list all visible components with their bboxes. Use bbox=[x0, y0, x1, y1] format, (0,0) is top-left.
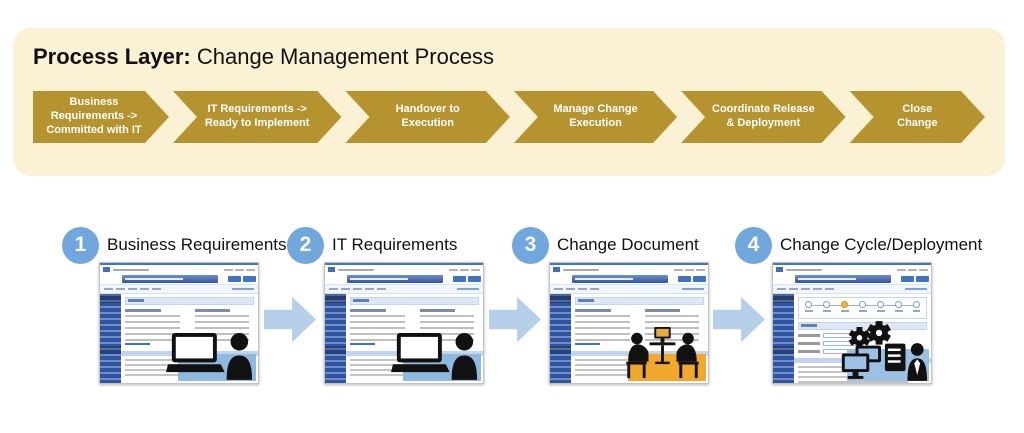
step-number-badge: 4 bbox=[735, 226, 772, 264]
step-title: Change Cycle/Deployment bbox=[780, 235, 983, 254]
skeleton-line bbox=[338, 268, 374, 271]
mini-title-band bbox=[122, 275, 218, 283]
process-stage-close-change: Close Change bbox=[850, 91, 985, 143]
step-header: 2 IT Requirements bbox=[287, 226, 484, 264]
mini-title-buttons bbox=[228, 276, 256, 282]
mini-header-links bbox=[224, 268, 255, 271]
mini-form-columns bbox=[575, 308, 704, 347]
app-logo-icon bbox=[103, 267, 110, 272]
app-logo-icon bbox=[328, 267, 335, 272]
step-number-badge: 1 bbox=[62, 226, 99, 264]
mini-titlebar bbox=[550, 274, 708, 284]
step-header: 3 Change Document bbox=[512, 226, 709, 264]
mini-toolbar bbox=[100, 284, 258, 294]
banner-title: Process Layer: Change Management Process bbox=[33, 43, 985, 70]
mini-top-stripe bbox=[550, 263, 708, 265]
mini-toolbar bbox=[773, 284, 931, 294]
step-2-it-requirements: 2 IT Requirements bbox=[287, 226, 484, 384]
mini-form bbox=[798, 333, 927, 354]
process-layer-banner: Process Layer: Change Management Process… bbox=[13, 28, 1005, 176]
mini-sidebar bbox=[325, 294, 346, 383]
screenshot-thumbnail bbox=[772, 262, 932, 384]
mini-header-links bbox=[897, 268, 928, 271]
screenshot-thumbnail bbox=[549, 262, 709, 384]
skeleton-line bbox=[786, 268, 822, 271]
step-title: Change Document bbox=[557, 235, 699, 254]
mini-phase-timeline bbox=[798, 297, 927, 319]
step-title: Business Requirements bbox=[107, 235, 287, 254]
mini-section-header bbox=[798, 322, 927, 330]
mini-header bbox=[325, 265, 483, 274]
mini-toolbar bbox=[325, 284, 483, 294]
app-logo-icon bbox=[776, 267, 783, 272]
process-stages: Business Requirements -> Committed with … bbox=[33, 91, 985, 143]
screenshot-thumbnail bbox=[99, 262, 259, 384]
process-stage-it-requirements: IT Requirements -> Ready to Implement bbox=[173, 91, 341, 143]
mini-section-header bbox=[125, 297, 254, 305]
mini-title-buttons bbox=[678, 276, 706, 282]
mini-title-band bbox=[795, 275, 891, 283]
mini-title-band bbox=[572, 275, 668, 283]
mini-sidebar bbox=[550, 294, 571, 383]
mini-header-links bbox=[449, 268, 480, 271]
mini-header-links bbox=[674, 268, 705, 271]
step-3-change-document: 3 Change Document bbox=[512, 226, 709, 384]
mini-titlebar bbox=[100, 274, 258, 284]
mini-top-stripe bbox=[325, 263, 483, 265]
banner-title-rest: Change Management Process bbox=[190, 44, 495, 69]
mini-title-buttons bbox=[901, 276, 929, 282]
mini-top-stripe bbox=[773, 263, 931, 265]
skeleton-line bbox=[563, 268, 599, 271]
mini-body bbox=[550, 294, 708, 383]
step-number-badge: 3 bbox=[512, 226, 549, 264]
step-number-badge: 2 bbox=[287, 226, 324, 264]
mini-toolbar bbox=[550, 284, 708, 294]
laptop-user-icon bbox=[391, 329, 479, 380]
step-header: 4 Change Cycle/Deployment bbox=[735, 226, 982, 264]
step-header: 1 Business Requirements bbox=[62, 226, 287, 264]
app-logo-icon bbox=[553, 267, 560, 272]
mini-sidebar bbox=[100, 294, 121, 383]
process-stage-business-requirements: Business Requirements -> Committed with … bbox=[33, 91, 169, 143]
mini-header bbox=[550, 265, 708, 274]
mini-title-buttons bbox=[453, 276, 481, 282]
laptop-user-icon bbox=[166, 329, 254, 380]
mini-header bbox=[100, 265, 258, 274]
mini-sidebar bbox=[773, 294, 794, 383]
mini-top-stripe bbox=[100, 263, 258, 265]
process-stage-manage-change-execution: Manage Change Execution bbox=[514, 91, 677, 143]
process-stage-coordinate-release-deployment: Coordinate Release & Deployment bbox=[681, 91, 846, 143]
mini-section-header bbox=[350, 297, 479, 305]
process-stage-handover-to-execution: Handover to Execution bbox=[345, 91, 510, 143]
meeting-icon bbox=[621, 326, 703, 380]
mini-form-columns bbox=[350, 308, 479, 347]
mini-section-header bbox=[575, 297, 704, 305]
mini-titlebar bbox=[773, 274, 931, 284]
step-4-change-cycle-deployment: 4 Change Cycle/Deployment bbox=[735, 226, 982, 384]
mini-header bbox=[773, 265, 931, 274]
screenshot-thumbnail bbox=[324, 262, 484, 384]
mini-title-band bbox=[347, 275, 443, 283]
active-phase-dot bbox=[841, 301, 848, 308]
skeleton-line bbox=[113, 268, 149, 271]
banner-title-bold: Process Layer: bbox=[33, 44, 191, 69]
systems-gears-user-icon bbox=[834, 320, 928, 381]
mini-titlebar bbox=[325, 274, 483, 284]
step-title: IT Requirements bbox=[332, 235, 458, 254]
step-1-business-requirements: 1 Business Requirements bbox=[62, 226, 287, 384]
